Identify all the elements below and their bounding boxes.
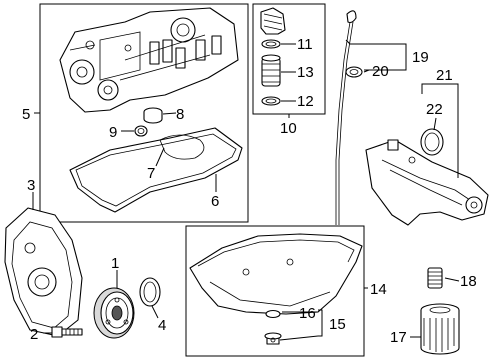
part-8-plug: [143, 107, 163, 124]
callout-18: 18: [460, 273, 477, 290]
callout-8: 8: [176, 106, 184, 123]
oil-pan: [189, 233, 363, 315]
crankshaft-pulley: [93, 287, 135, 339]
part-13-tube: [261, 54, 281, 87]
oil-dipstick: [335, 10, 357, 225]
callout-22: 22: [426, 101, 443, 118]
callout-21: 21: [436, 67, 453, 84]
part-20-seal: [345, 66, 363, 78]
valve-cover: [59, 7, 239, 113]
part-9-seal: [134, 125, 148, 137]
part-17-oil-filter: [420, 303, 460, 355]
leader-lines: [32, 39, 460, 341]
callout-16: 16: [299, 305, 316, 322]
box-oil-pan-group: [185, 225, 365, 357]
timing-cover: [4, 207, 83, 337]
callout-13: 13: [297, 64, 314, 81]
part-12-seal-ring: [261, 96, 281, 106]
callout-12: 12: [297, 93, 314, 110]
callout-4: 4: [158, 317, 166, 334]
callout-7: 7: [147, 165, 155, 182]
part-oil-filler-cap: [260, 7, 286, 35]
callout-3: 3: [27, 177, 35, 194]
part-4-front-seal: [139, 277, 161, 307]
oil-filter-housing: [365, 139, 489, 226]
callout-10: 10: [280, 120, 297, 137]
callout-15: 15: [329, 316, 346, 333]
spark-plug-tube-seal: [159, 134, 205, 160]
callout-17: 17: [390, 329, 407, 346]
callout-5: 5: [22, 106, 30, 123]
part-22-gasket: [420, 128, 444, 156]
callout-14: 14: [370, 281, 387, 298]
part-18-fitting: [427, 267, 443, 289]
part-11-seal-ring: [261, 39, 281, 49]
part-16-drain-gasket: [265, 309, 281, 319]
callout-9: 9: [109, 124, 117, 141]
callout-6: 6: [211, 193, 219, 210]
part-2-bolt: [51, 326, 83, 338]
callout-11: 11: [297, 36, 313, 53]
callout-20: 20: [372, 63, 389, 80]
callout-1: 1: [111, 255, 119, 272]
callout-2: 2: [30, 326, 38, 343]
part-15-drain-plug: [264, 332, 282, 345]
callout-19: 19: [412, 49, 429, 66]
